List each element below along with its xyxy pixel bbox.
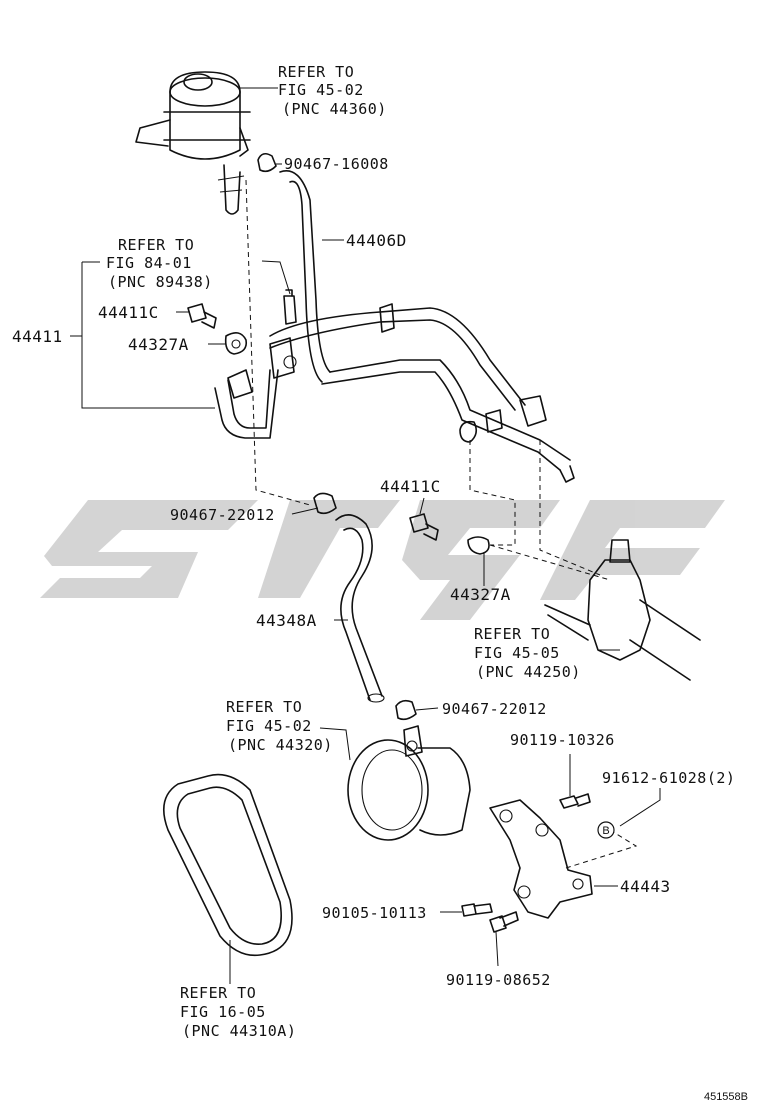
label-clamp-mid: 90467-22012 [170, 506, 275, 524]
belt-ref-line1: REFER TO [180, 984, 256, 1002]
reservoir-ref-line2: FIG 45-02 [278, 81, 364, 99]
gear-ref-line3: (PNC 44250) [476, 663, 581, 681]
label-hose-return: 44406D [346, 231, 407, 250]
v-belt [162, 773, 293, 957]
pressure-tube [214, 303, 575, 483]
sensor-ref-line1: REFER TO [118, 236, 194, 254]
bolt-90119-10326 [559, 793, 591, 809]
label-bracket: 44443 [620, 877, 671, 896]
union-bolt-44411c-a [187, 303, 217, 329]
suction-hose [335, 514, 383, 701]
diagram-code: 451558B [704, 1091, 748, 1103]
label-clamp-top: 90467-16008 [284, 155, 389, 173]
marker-b-circle [597, 821, 615, 839]
gasket-44327a-a [224, 332, 248, 355]
label-bolt-a: 44411C [98, 303, 159, 322]
alignment-lines [245, 179, 638, 869]
bolt-90105-10113 [461, 903, 493, 917]
union-bolt-44411c-b [409, 513, 439, 541]
label-gasket-b: 44327A [450, 585, 511, 604]
label-hose-suction: 44348A [256, 611, 317, 630]
leader-lines [70, 87, 661, 984]
sensor-ref-line3: (PNC 89438) [108, 273, 213, 291]
pump-ref-line3: (PNC 44320) [228, 736, 333, 754]
label-bolt-f: 90119-08652 [446, 971, 551, 989]
label-bolt-b: 44411C [380, 477, 441, 496]
power-steering-pump [347, 725, 471, 841]
sensor-ref-line2: FIG 84-01 [106, 254, 192, 272]
hose-clamp-mid [313, 492, 337, 515]
reservoir-tank [135, 71, 251, 215]
label-bolt-e: 90105-10113 [322, 904, 427, 922]
label-bolt-d: 91612-61028(2) [602, 769, 735, 787]
bolt-90119-08652 [489, 911, 519, 933]
reservoir-ref-line1: REFER TO [278, 63, 354, 81]
hose-clamp-top [257, 152, 277, 173]
belt-ref-line2: FIG 16-05 [180, 1003, 266, 1021]
gasket-44327a-b [459, 420, 490, 555]
pump-bracket [489, 799, 593, 919]
gear-ref-line2: FIG 45-05 [474, 644, 560, 662]
return-hose [279, 170, 331, 383]
label-bolt-c: 90119-10326 [510, 731, 615, 749]
pump-ref-line1: REFER TO [226, 698, 302, 716]
label-clamp-low: 90467-22012 [442, 700, 547, 718]
marker-b: B [602, 825, 609, 837]
watermark-logo [40, 500, 725, 620]
steering-gear [544, 539, 701, 681]
pressure-sensor [283, 289, 297, 325]
pump-ref-line2: FIG 45-02 [226, 717, 312, 735]
reservoir-ref-line3: (PNC 44360) [282, 100, 387, 118]
label-tube-assy: 44411 [12, 327, 63, 346]
hose-clamp-low [395, 699, 417, 721]
belt-ref-line3: (PNC 44310A) [182, 1022, 296, 1040]
label-gasket-a: 44327A [128, 335, 189, 354]
gear-ref-line1: REFER TO [474, 625, 550, 643]
